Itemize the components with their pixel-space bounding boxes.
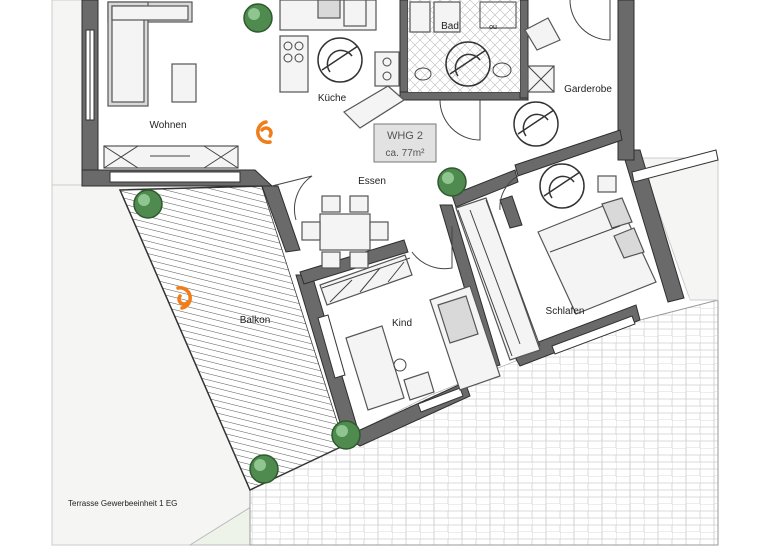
wall-kitchen-bad (399, 0, 409, 99)
room-label-kind: Kind (392, 318, 412, 329)
wall-bad-east (519, 0, 529, 99)
ceiling-fan-icon (317, 37, 585, 209)
door-swing-icon (271, 0, 611, 270)
kitchen-counter (279, 0, 405, 129)
wall-schlafen-south (511, 304, 641, 367)
window-schlafen-south (551, 315, 636, 355)
unit-label: WHG 2 (387, 130, 423, 142)
sofa (107, 1, 197, 107)
sideboard (103, 145, 239, 169)
room-label-balkon: Balkon (240, 315, 271, 326)
tree-icon (133, 3, 467, 484)
room-label-wohnen: Wohnen (149, 120, 186, 131)
window-living-south (109, 171, 241, 183)
window-kind-west (317, 314, 346, 379)
area-label: ca. 77m² (386, 148, 426, 159)
wall-schlafen-west (499, 195, 523, 229)
wall-bed-north (451, 169, 519, 208)
room-label-schlafen: Schlafen (546, 306, 585, 317)
terrace-label: Terrasse Gewerbeeinheit 1 EG (68, 499, 177, 508)
room-label-kueche: Küche (318, 93, 347, 104)
dining-set (301, 195, 389, 269)
room-label-essen: Essen (358, 176, 386, 187)
window-east (631, 149, 719, 183)
bad-fixture-label: ou (489, 24, 497, 31)
apartment-badge: WHG 2 ca. 77m² (373, 123, 437, 163)
wardrobe-schlafen (455, 197, 541, 361)
orientation-marker-icon (176, 120, 273, 310)
wall-east-upper (617, 0, 635, 161)
bathroom-fixtures (408, 0, 520, 92)
upper-left-lawn (51, 0, 83, 186)
kind-furniture (319, 254, 501, 411)
wardrobe-garderobe (524, 17, 561, 93)
wall-bad-south (399, 91, 529, 101)
room-label-bad: Bad (441, 21, 459, 32)
window-kind-south (417, 387, 464, 413)
wall-corridor-garderobe (514, 129, 623, 177)
room-label-garderobe: Garderobe (564, 84, 612, 95)
bed (537, 175, 657, 315)
